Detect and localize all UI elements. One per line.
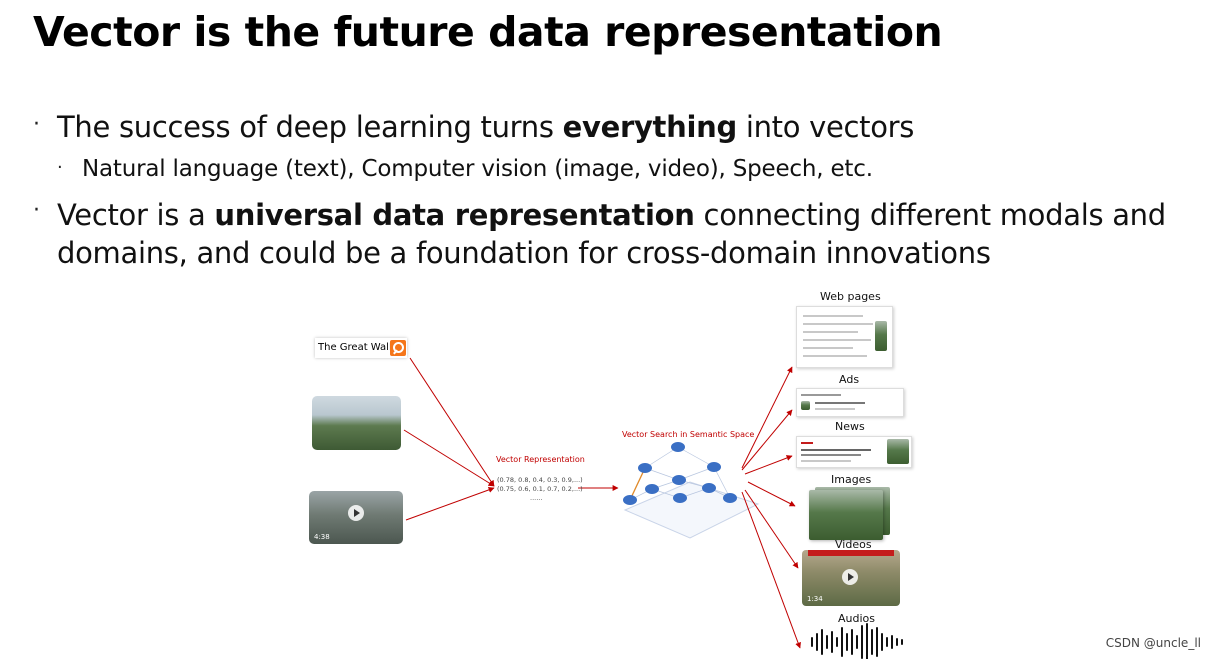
- semantic-space-title: Vector Search in Semantic Space: [622, 430, 755, 439]
- search-icon: [390, 340, 406, 356]
- bullet-1-bold: everything: [562, 110, 738, 144]
- web-pages-thumbnail: [796, 306, 893, 368]
- label-images: Images: [831, 473, 872, 486]
- arrow-out-videos: [744, 489, 799, 569]
- arrow-out-images: [747, 481, 796, 507]
- query-box: The Great Wall: [315, 338, 407, 358]
- bullet-1: The success of deep learning turns every…: [57, 110, 915, 144]
- label-ads: Ads: [839, 373, 860, 386]
- watermark: CSDN @uncle_ll: [1105, 636, 1201, 650]
- vector-line-3: ......: [530, 494, 543, 502]
- video-duration: 4:38: [314, 533, 330, 541]
- slide-title: Vector is the future data representation: [33, 8, 943, 56]
- play-icon: [348, 505, 364, 521]
- vector-line-2: (0.75, 0.6, 0.1, 0.7, 0.2,...): [497, 485, 583, 493]
- sub-bullet-1: Natural language (text), Computer vision…: [82, 156, 873, 182]
- label-videos: Videos: [835, 538, 872, 551]
- news-thumbnail: [796, 436, 912, 468]
- label-web-pages: Web pages: [820, 290, 881, 303]
- label-audios: Audios: [838, 612, 875, 625]
- bullet-dot-2: ·: [33, 198, 40, 223]
- bullet-dot-1: ·: [33, 112, 40, 137]
- arrow-out-news: [744, 455, 793, 475]
- video-banner: [808, 550, 894, 556]
- videos-thumbnail: 1:34: [802, 550, 900, 606]
- ads-thumbnail: [796, 388, 904, 417]
- output-video-duration: 1:34: [807, 595, 823, 603]
- arrow-video: [405, 487, 495, 521]
- play-icon: [842, 569, 858, 585]
- bullet-2-bold: universal data representation: [214, 198, 695, 232]
- great-wall-photo: [312, 396, 401, 450]
- arrow-query: [409, 357, 495, 487]
- great-wall-video: 4:38: [309, 491, 403, 544]
- bullet-2: Vector is a universal data representatio…: [57, 198, 1166, 270]
- vector-representation-title: Vector Representation: [496, 455, 585, 464]
- images-thumbnail: [809, 490, 883, 540]
- query-text: The Great Wall: [318, 342, 392, 353]
- arrow-out-audios: [741, 491, 801, 649]
- arrow-out-web: [741, 366, 793, 469]
- label-news: News: [835, 420, 865, 433]
- semantic-plane: [623, 481, 760, 539]
- bullet-dot-sub: ·: [57, 157, 63, 178]
- arrow-out-ads: [741, 409, 793, 471]
- audio-waveform: [811, 623, 903, 659]
- semantic-nodes: [623, 442, 737, 505]
- vector-line-1: (0.78, 0.8, 0.4, 0.3, 0.9,...): [497, 476, 583, 484]
- arrow-image: [403, 429, 495, 487]
